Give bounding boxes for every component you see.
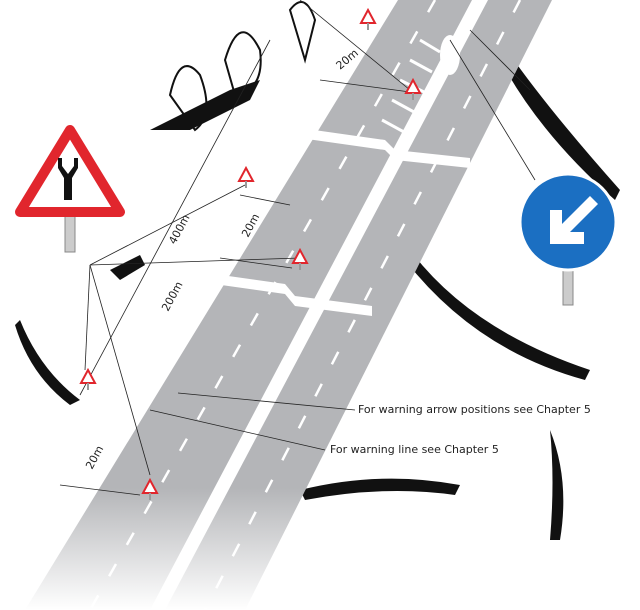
road-narrows-left-sign-icon	[15, 125, 125, 253]
island-nose	[440, 35, 460, 75]
callout-warning-arrow: For warning arrow positions see Chapter …	[358, 403, 591, 416]
warning-triangle-icon	[237, 165, 255, 188]
dimension-label: 400m	[166, 212, 192, 246]
warning-triangle-icon	[291, 247, 309, 270]
callout-warning-line: For warning line see Chapter 5	[330, 443, 499, 456]
warning-triangle-icon	[404, 77, 422, 100]
keep-left-sign-icon	[518, 172, 618, 306]
vegetation	[15, 1, 620, 540]
warning-triangle-icon	[79, 367, 97, 390]
warning-triangle-icon	[359, 7, 377, 30]
dimension-lines	[59, 0, 536, 496]
warning-triangles	[79, 7, 422, 500]
dimension-label: 20m	[83, 443, 106, 471]
distance-break-1	[300, 128, 470, 168]
warning-triangle-icon	[141, 477, 159, 500]
lane-markings	[88, 0, 522, 610]
distance-break-2	[200, 272, 372, 316]
left-carriageway	[25, 0, 472, 610]
dimension-label: 200m	[159, 279, 185, 313]
